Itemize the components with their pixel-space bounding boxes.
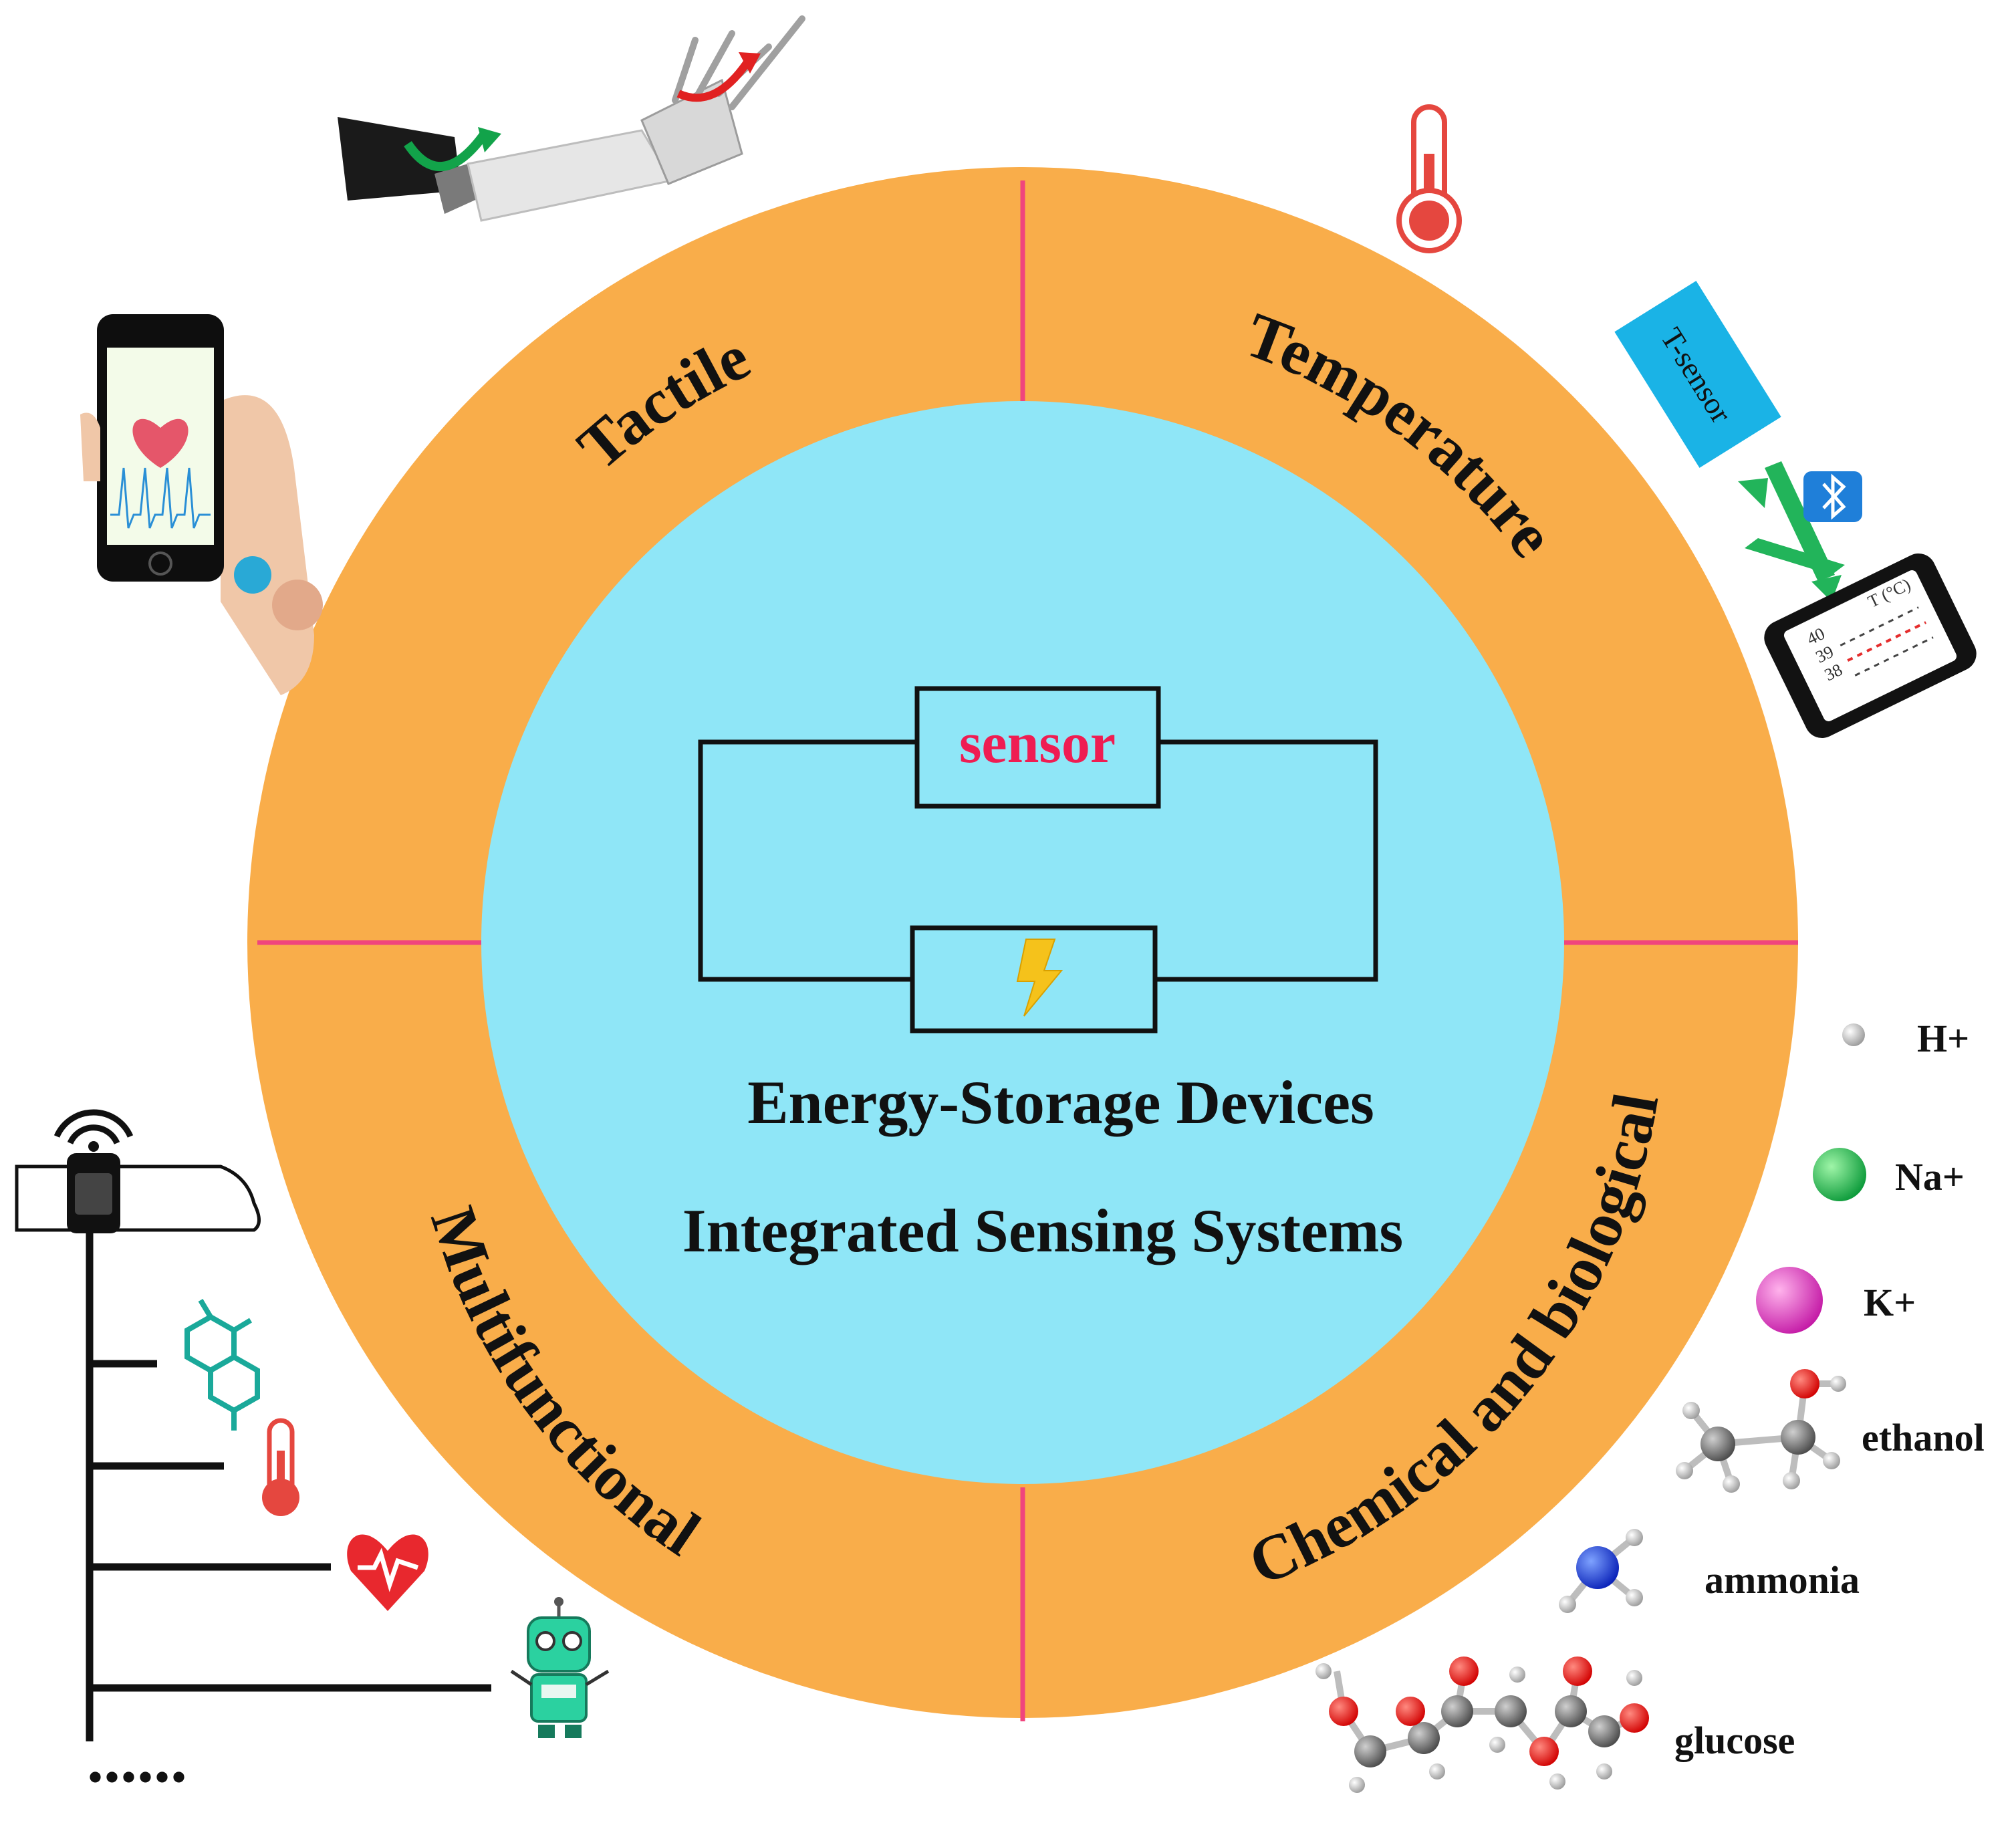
molecule-icon [184, 1298, 260, 1431]
title-line-1: Energy-Storage Devices [747, 1068, 1374, 1136]
bluetooth-icon [1803, 471, 1862, 522]
circuit-diagram [698, 686, 1378, 1033]
sync-arrows [1738, 461, 1845, 602]
ethanol-molecule [1676, 1369, 1846, 1493]
label-k-plus: K+ [1864, 1281, 1916, 1324]
t-sensor-tag: T-sensor [1614, 281, 1781, 468]
label-na-plus: Na+ [1895, 1155, 1965, 1199]
robot-icon [510, 1597, 610, 1738]
multifunctional-tree [86, 1233, 491, 1741]
chemical-species [1315, 1023, 1866, 1793]
ring-dividers [257, 180, 1798, 1721]
chemical-labels: H+ Na+ K+ ethanol ammonia glucose [1674, 1017, 1985, 1762]
smartwatch-icon [15, 1109, 261, 1233]
temperature-phone: T (°C) 40 39 38 [1764, 554, 1977, 738]
heart-pulse-icon [347, 1534, 428, 1611]
thermometer-icon [1396, 104, 1462, 253]
label-ammonia: ammonia [1705, 1558, 1860, 1602]
inner-circle [481, 401, 1564, 1484]
sensor-label: sensor [959, 711, 1116, 775]
k-plus-sphere [1756, 1267, 1823, 1334]
sensor-box [914, 686, 1161, 809]
lightning-icon [1016, 939, 1063, 1017]
label-h-plus: H+ [1917, 1017, 1969, 1060]
smartphone-heart-icon [80, 314, 323, 695]
robot-hand-icon [338, 15, 805, 222]
multifunctional-ellipsis: ...... [87, 1722, 187, 1796]
h-plus-sphere [1842, 1023, 1865, 1046]
title-line-2: Integrated Sensing Systems [682, 1197, 1403, 1265]
battery-box [910, 925, 1158, 1033]
label-glucose: glucose [1674, 1719, 1795, 1762]
small-thermometer-icon [262, 1418, 299, 1516]
label-ethanol: ethanol [1862, 1416, 1985, 1459]
glucose-molecule [1315, 1656, 1649, 1793]
ammonia-molecule [1559, 1529, 1643, 1613]
na-plus-sphere [1813, 1148, 1866, 1201]
